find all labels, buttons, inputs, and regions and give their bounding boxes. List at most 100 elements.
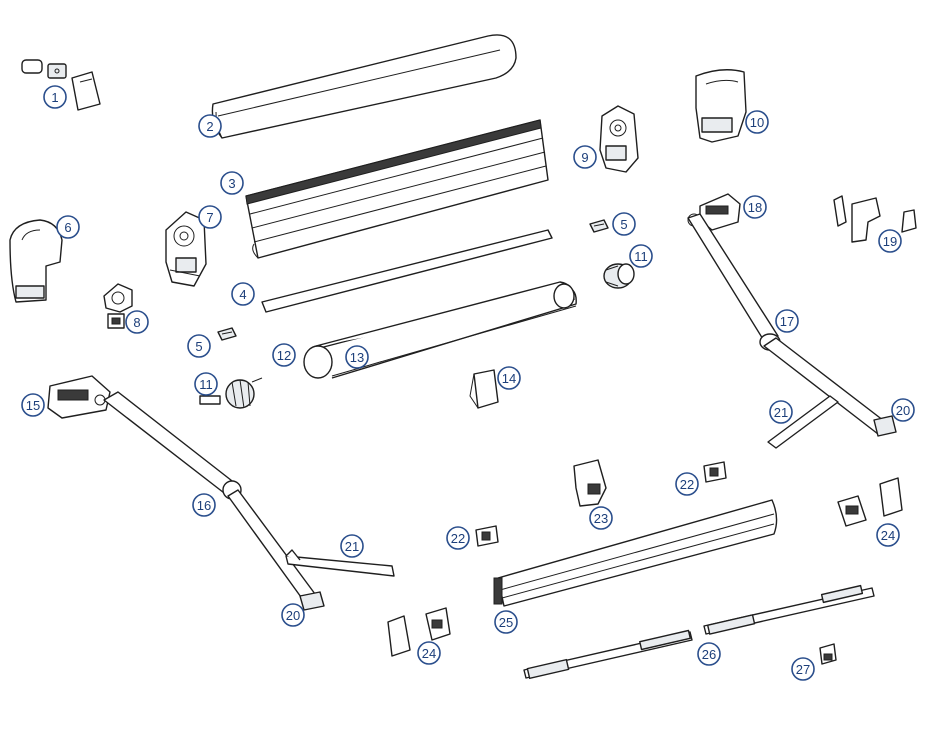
callout-circle <box>878 229 902 253</box>
callout-number: 19 <box>883 234 897 249</box>
part-11-end-plug-left <box>199 377 263 409</box>
callout-number: 20 <box>286 608 300 623</box>
callout-circle <box>497 366 521 390</box>
part-24-bracket-left <box>387 607 451 657</box>
callout-number: 20 <box>896 403 910 418</box>
part-14-bracket <box>469 369 499 409</box>
part-3-cassette-profile <box>245 119 549 259</box>
callout-c22a: 22 <box>675 472 699 496</box>
callout-circle <box>198 114 222 138</box>
part-9-right-gear <box>599 105 639 173</box>
callout-circle <box>589 506 613 530</box>
callout-circle <box>220 171 244 195</box>
callout-circle <box>281 603 305 627</box>
callout-c5a: 5 <box>612 212 636 236</box>
part-6-left-end-cap <box>9 219 63 303</box>
callout-circle <box>56 215 80 239</box>
callout-circle <box>272 343 296 367</box>
callout-number: 4 <box>239 287 246 302</box>
callout-c22b: 22 <box>446 526 470 550</box>
callout-c21b: 21 <box>340 534 364 558</box>
part-20-right-arm-end <box>873 415 897 437</box>
part-24-bracket-right <box>837 477 903 527</box>
part-23-bracket <box>573 459 607 507</box>
part-19-small-brackets <box>833 195 917 243</box>
callout-c4: 4 <box>231 282 255 306</box>
callout-circle <box>446 526 470 550</box>
callout-number: 15 <box>26 398 40 413</box>
callout-c2: 2 <box>198 114 222 138</box>
callout-c23: 23 <box>589 506 613 530</box>
callout-c8: 8 <box>125 310 149 334</box>
callout-circle <box>194 372 218 396</box>
part-5-clip-lower <box>217 327 237 341</box>
callout-number: 11 <box>199 377 213 392</box>
callout-c9: 9 <box>573 145 597 169</box>
part-2-top-cover <box>211 34 517 139</box>
callout-c20b: 20 <box>281 603 305 627</box>
part-8-winder <box>103 283 133 329</box>
callout-c1: 1 <box>43 85 67 109</box>
part-5-clip-upper <box>589 219 609 233</box>
callout-number: 2 <box>206 119 213 134</box>
callout-number: 22 <box>451 531 465 546</box>
part-27-small-cap <box>819 643 837 665</box>
callout-number: 21 <box>774 405 788 420</box>
callout-number: 1 <box>51 90 58 105</box>
callout-c5b: 5 <box>187 334 211 358</box>
callout-circle <box>187 334 211 358</box>
callout-c20a: 20 <box>891 398 915 422</box>
callout-circle <box>745 110 769 134</box>
part-25-front-bar <box>493 499 778 607</box>
callout-circle <box>231 282 255 306</box>
callout-number: 16 <box>197 498 211 513</box>
callout-number: 11 <box>634 249 648 264</box>
callout-number: 18 <box>748 200 762 215</box>
callout-circle <box>573 145 597 169</box>
callout-circle <box>891 398 915 422</box>
callout-number: 8 <box>133 315 140 330</box>
callout-circle <box>345 345 369 369</box>
part-21-right-support-bar <box>767 395 839 449</box>
callout-number: 23 <box>594 511 608 526</box>
callout-number: 17 <box>780 314 794 329</box>
callout-number: 22 <box>680 477 694 492</box>
callout-number: 14 <box>502 371 516 386</box>
callout-c10: 10 <box>745 110 769 134</box>
callout-c16: 16 <box>192 493 216 517</box>
callout-circle <box>340 534 364 558</box>
callout-circle <box>775 309 799 333</box>
callout-number: 24 <box>422 646 436 661</box>
callout-number: 13 <box>350 350 364 365</box>
callout-circle <box>494 610 518 634</box>
part-1-end-caps <box>21 59 101 111</box>
callout-circle <box>629 244 653 268</box>
callout-number: 27 <box>796 662 810 677</box>
part-22-connector-left <box>475 525 499 547</box>
callout-c19: 19 <box>878 229 902 253</box>
callout-circle <box>769 400 793 424</box>
callout-c11a: 11 <box>629 244 653 268</box>
callout-c18: 18 <box>743 195 767 219</box>
callout-number: 24 <box>881 528 895 543</box>
part-12-13-roller-tube-fabric <box>303 281 577 379</box>
callout-number: 21 <box>345 539 359 554</box>
callout-number: 25 <box>499 615 513 630</box>
callout-c27: 27 <box>791 657 815 681</box>
callout-number: 9 <box>581 150 588 165</box>
callout-circle <box>21 393 45 417</box>
callout-c25: 25 <box>494 610 518 634</box>
callout-c3: 3 <box>220 171 244 195</box>
callout-number: 5 <box>620 217 627 232</box>
callout-circle <box>697 642 721 666</box>
callout-c6: 6 <box>56 215 80 239</box>
part-22-connector-right <box>703 461 727 483</box>
callout-number: 5 <box>195 339 202 354</box>
callout-c13: 13 <box>345 345 369 369</box>
part-10-right-end-cap <box>695 69 747 143</box>
callout-c17: 17 <box>775 309 799 333</box>
callout-circle <box>876 523 900 547</box>
